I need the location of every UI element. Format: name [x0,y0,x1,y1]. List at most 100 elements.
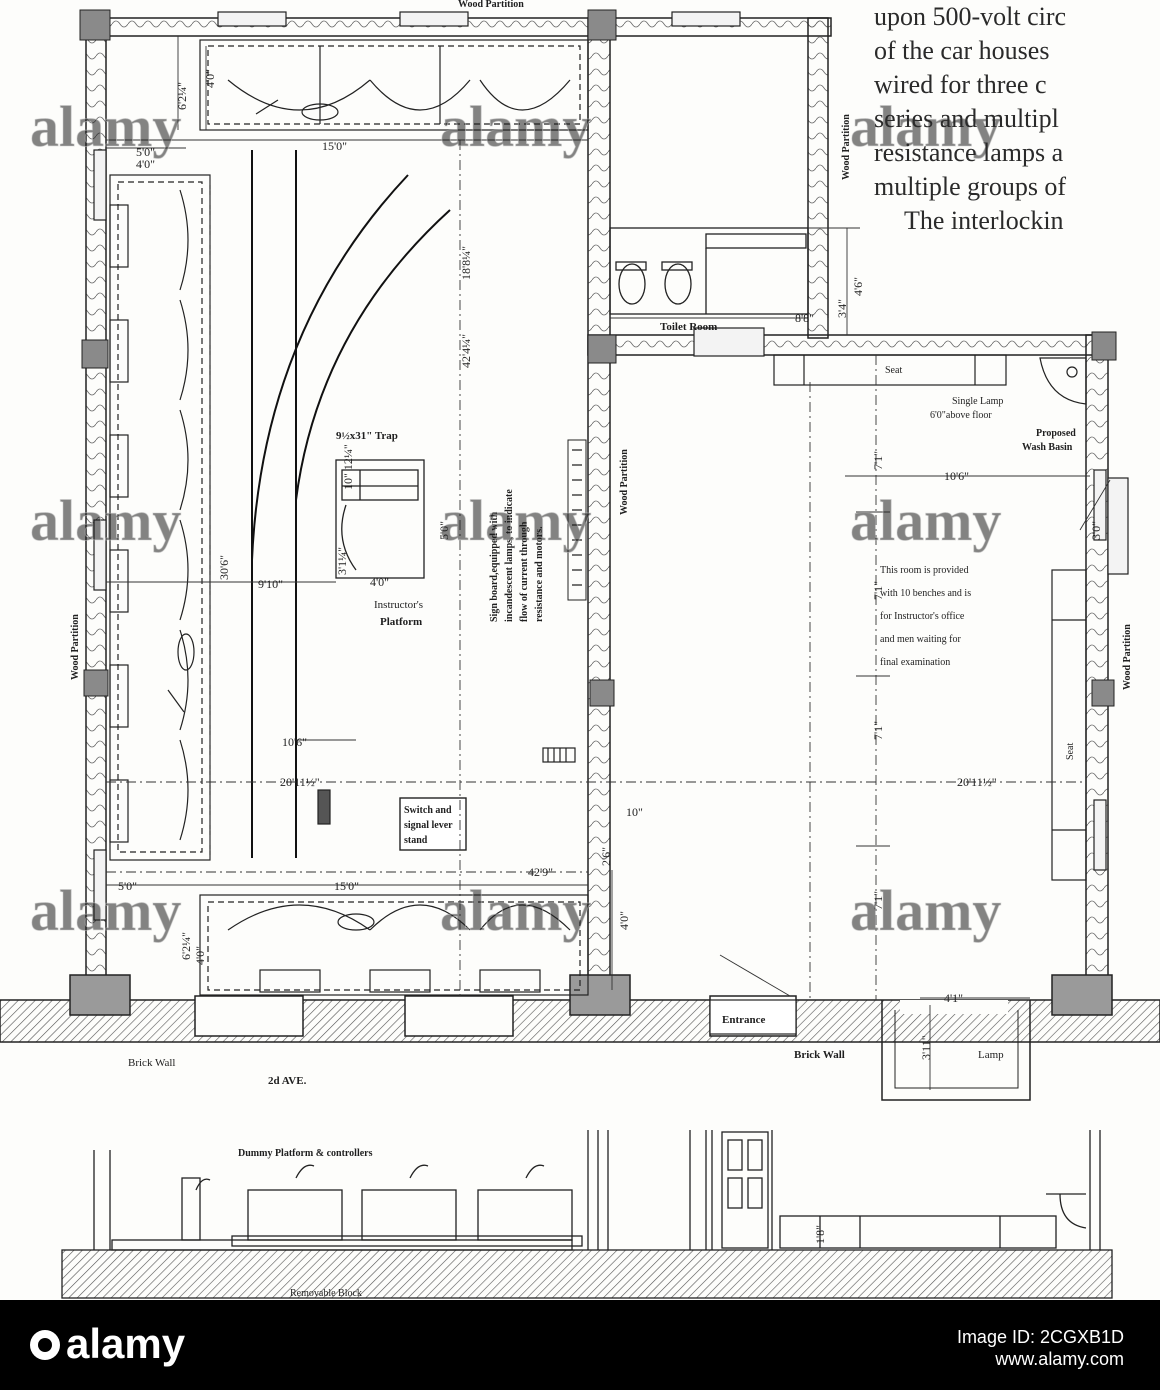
dim-label: 10" 12¼" [341,444,355,490]
watermark-text: alamy [440,878,591,943]
dim-label: 18'8¼" [459,246,473,280]
windows [93,11,1129,921]
prose-line: wired for three c [874,70,1047,99]
prose-line: of the car houses [874,36,1050,65]
seat-top-label: Seat [885,365,902,376]
prose-line: multiple groups of [874,172,1067,201]
dim-label: 10" [626,805,643,819]
seat-right-label: Seat [1065,743,1076,760]
brick-wall-right-label: Brick Wall [794,1049,845,1061]
dim-label: 4'0" [193,946,207,965]
office-fixtures [317,354,1087,881]
dim-label: 3'4" [835,299,849,318]
dim-label: 2'6" [599,847,613,866]
proposed-label-1: Proposed [1036,428,1076,439]
dimension-lines [106,36,1111,1090]
switch-label-2: signal lever [404,820,453,831]
dim-label: 5'0" [437,521,451,540]
dim-label: 7'1" [871,891,885,910]
switch-label-3: stand [404,835,428,846]
brand-logo[interactable]: alamy [30,1320,185,1368]
switch-label-1: Switch and [404,805,452,816]
wood-partition-right-upper-label: Wood Partition [841,114,852,180]
dim-label: 6'2¼" [179,932,193,960]
dim-label: 20'11½" [280,775,320,789]
wood-partition-right-lower-label: Wood Partition [1122,624,1133,690]
prose-excerpt: upon 500-volt circ of the car houses wir… [874,0,1160,238]
dimension-labels: 6'2¼" 4'0" 5'0" 4'0" 15'0" 18'8¼" 42'4¼"… [118,69,1103,1244]
dim-label: 15'0" [322,139,347,153]
dim-label: 42'9" [528,865,553,879]
dim-label: 8'8" [795,311,814,325]
site-link[interactable]: www.alamy.com [995,1349,1124,1369]
platform-bottom [199,894,589,996]
platform-top [199,39,589,131]
dim-label: 5'0" [136,145,155,159]
toilet-room-label: Toilet Room [660,321,717,333]
logo-text: alamy [66,1320,186,1367]
drawing-sheet: Wood Partition Wood Partition Toilet Roo… [0,0,1160,1300]
dummy-platform-label: Dummy Platform & controllers [238,1148,373,1159]
wood-partition-center-label: Wood Partition [619,449,630,515]
dim-label: 42'4¼" [459,334,473,368]
dim-label: 3'0" [1089,521,1103,540]
watermark: alamy alamy alamy alamy alamy alamy alam… [30,94,1002,944]
dim-label: 6'2¼" [175,82,189,110]
tracks [251,150,451,858]
watermark-text: alamy [850,878,1001,943]
dim-label: 4'0" [203,69,217,88]
dim-label: 1'8" [813,1225,827,1244]
instructor-platform [335,459,425,579]
single-lamp-label-1: Single Lamp [952,396,1003,407]
dim-label: 4'0" [136,157,155,171]
wall-office-top [587,334,1114,356]
dim-label: 30'6" [217,555,231,580]
watermark-text: alamy [30,878,181,943]
room-note-5: final examination [880,657,950,668]
watermark-text: alamy [30,488,181,553]
image-id: Image ID: 2CGXB1D [956,1327,1124,1347]
prose-line: The interlockin [904,206,1064,235]
dim-label: 10'6" [944,469,969,483]
wood-partition-left-label: Wood Partition [70,614,81,680]
watermark-text: alamy [850,94,1001,159]
wood-partition-top-label: Wood Partition [458,0,524,10]
room-note-1: This room is provided [880,565,969,576]
dim-label: 4'0" [617,911,631,930]
brick-wall-left-label: Brick Wall [128,1057,176,1069]
dim-label: 5'0" [118,879,137,893]
sign-board-label-1: Sign board,equipped with [489,511,500,622]
dim-label: 7'1" [871,721,885,740]
logo-icon [30,1330,60,1360]
sign-board-label-4: resistance and motors. [534,526,545,622]
prose-line: series and multipl [874,104,1059,133]
watermark-text: alamy [440,488,591,553]
dim-label: 3'1¼" [335,547,349,575]
removable-block-label: Removable Block [290,1288,362,1299]
room-note-3: for Instructor's office [880,611,965,622]
street-label: 2d AVE. [268,1075,307,1087]
switch-stand-box [399,797,467,851]
dim-label: 15'0" [334,879,359,893]
single-lamp-label-2: 6'0"above floor [930,410,992,421]
watermark-text: alamy [440,94,591,159]
dim-label: 3'11" [919,1035,933,1060]
dim-label: 4'0" [370,575,389,589]
image-info: Image ID: 2CGXB1D www.alamy.com [957,1326,1124,1370]
brick-wall [0,974,1160,1101]
prose-line: resistance lamps a [874,138,1064,167]
wall-toilet-right [807,17,829,339]
dim-label: 4'6" [851,277,865,296]
dim-label: 7'1" [871,451,885,470]
entrance-label-box [709,999,797,1035]
footer-bar: alamy Image ID: 2CGXB1D www.alamy.com [0,1300,1160,1390]
elevation [61,1130,1113,1299]
lamp-label: Lamp [978,1049,1004,1061]
instructor-label-1: Instructor's [374,599,423,611]
toilet-room [609,227,809,315]
wall-posts [79,9,1117,707]
dim-label: 4'1" [944,991,963,1005]
wall-right [1085,334,1109,994]
sign-board-label-2: incandescent lamps, to indicate [504,489,515,622]
instructor-label-2: Platform [380,616,422,628]
